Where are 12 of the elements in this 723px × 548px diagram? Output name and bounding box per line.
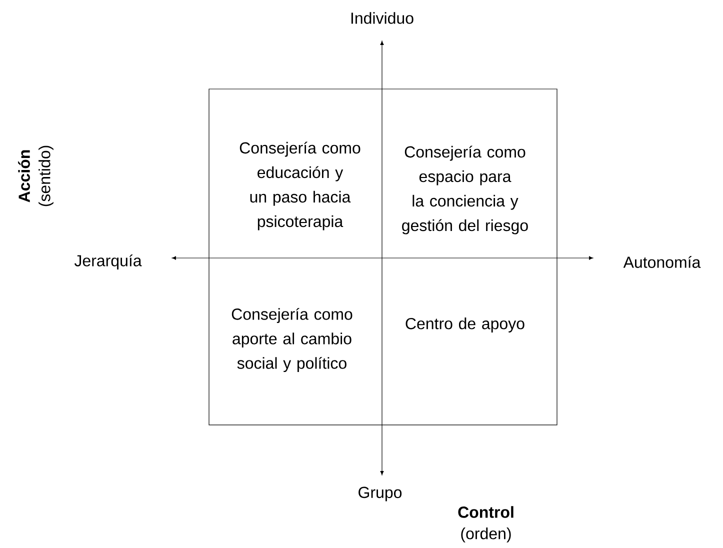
axis-label: Individuo — [351, 12, 414, 24]
axis-title: Control — [458, 506, 514, 518]
quadrant-text: Centro de apoyo — [406, 318, 524, 332]
axis-label: Autonomía — [623, 256, 701, 268]
axis-subtitle: (sentido) — [38, 146, 54, 206]
axis-subtitle: (orden) — [461, 528, 511, 542]
axis-title: Acción — [18, 150, 30, 202]
quadrant-text: Consejería como aporte al cambio social y político — [232, 308, 352, 372]
quadrant-text: Consejería como educación y un paso hacia psicoterapia — [240, 142, 360, 230]
axis-label: Jerarquía — [74, 254, 142, 270]
axis-label: Grupo — [358, 486, 402, 502]
quadrant-text: Consejería como espacio para la conciencia y gestión del riesgo — [402, 146, 528, 234]
